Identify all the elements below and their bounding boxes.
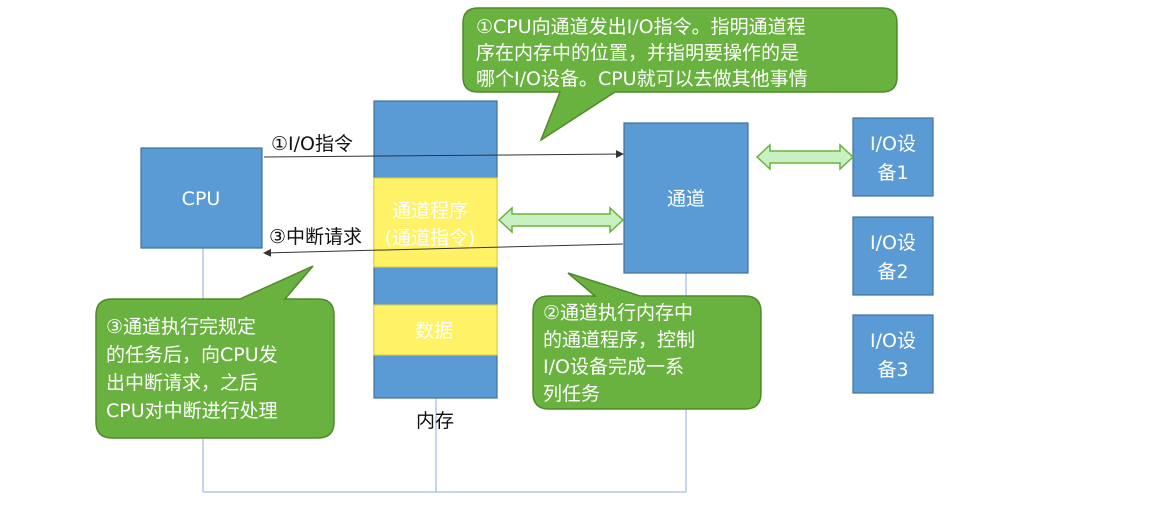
- io-device-3-label-line2: 备3: [877, 359, 908, 381]
- callout-step1: ①CPU向通道发出I/O指令。指明通道程 序在内存中的位置，并指明要操作的是 哪…: [462, 7, 898, 142]
- callout-step3-line4: CPU对中断进行处理: [106, 400, 278, 422]
- callout-step3-line3: 出中断请求，之后: [106, 372, 258, 394]
- io-device-2-label-line2: 备2: [877, 261, 908, 283]
- memory-box: 通道程序 (通道指令) 数据 内存: [373, 100, 498, 432]
- callout-step3: ③通道执行完规定 的任务后，向CPU发 出中断请求，之后 CPU对中断进行处理: [95, 265, 335, 439]
- channel-instruction-label: (通道指令): [385, 227, 476, 249]
- io-device-3: I/O设 备3: [852, 314, 934, 394]
- callout-step1-line3: 哪个I/O设备。CPU就可以去做其他事情: [476, 68, 808, 90]
- interrupt-request-arrow: ③中断请求: [263, 226, 624, 257]
- io-instruction-label: ①I/O指令: [271, 133, 353, 155]
- io-device-1-label-line1: I/O设: [870, 133, 916, 155]
- interrupt-request-label: ③中断请求: [269, 226, 362, 248]
- io-device-3-label-line1: I/O设: [870, 330, 916, 352]
- memory-label: 内存: [416, 410, 454, 432]
- cpu-label: CPU: [182, 188, 221, 210]
- callout-step3-line1: ③通道执行完规定: [106, 316, 256, 338]
- channel-program-label: 通道程序: [392, 200, 468, 222]
- callout-step2-line4: 列任务: [543, 383, 600, 405]
- callout-step2: ②通道执行内存中 的通道程序，控制 I/O设备完成一系 列任务: [532, 272, 762, 410]
- channel-program-block: [373, 177, 498, 268]
- memory-channel-double-arrow: [497, 206, 625, 234]
- channel-label: 通道: [667, 188, 705, 210]
- data-block: [373, 304, 498, 356]
- callout-step2-line1: ②通道执行内存中: [543, 302, 693, 324]
- channel-box: 通道: [623, 122, 749, 274]
- callout-step2-line3: I/O设备完成一系: [543, 356, 684, 378]
- callout-step3-line2: 的任务后，向CPU发: [106, 344, 278, 366]
- io-device-2-label-line1: I/O设: [870, 232, 916, 254]
- io-instruction-arrow: ①I/O指令: [263, 133, 624, 159]
- data-label: 数据: [415, 320, 453, 342]
- callout-step1-line2: 序在内存中的位置，并指明要操作的是: [476, 42, 799, 64]
- callout-step2-line2: 的通道程序，控制: [543, 329, 695, 351]
- channel-device-double-arrow: [755, 143, 855, 171]
- cpu-box: CPU: [140, 147, 263, 249]
- io-device-1: I/O设 备1: [852, 117, 934, 197]
- io-device-2: I/O设 备2: [852, 216, 934, 296]
- callout-step1-line1: ①CPU向通道发出I/O指令。指明通道程: [476, 16, 806, 38]
- io-device-1-label-line2: 备1: [877, 162, 908, 184]
